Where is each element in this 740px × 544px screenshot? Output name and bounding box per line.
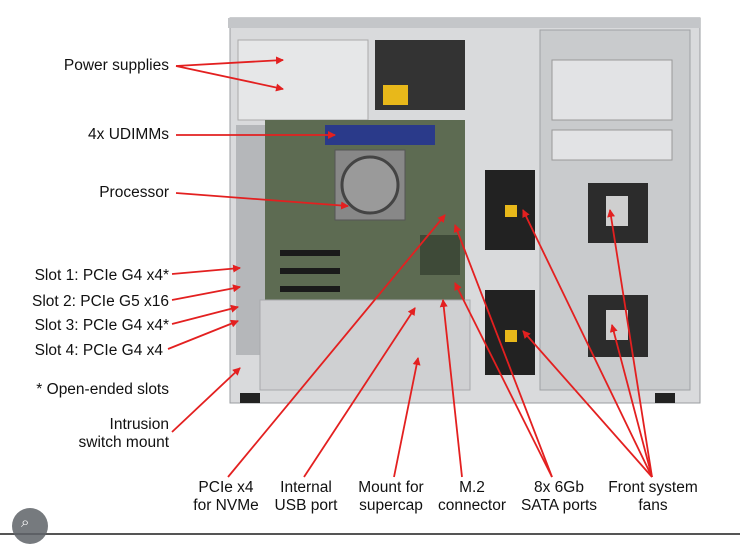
arrow-supercap bbox=[393, 357, 421, 478]
arrow-slot1 bbox=[171, 264, 241, 275]
arrow-sata-1 bbox=[454, 282, 553, 478]
arrow-m2 bbox=[439, 299, 463, 478]
label-power-supplies: Power supplies bbox=[63, 57, 169, 74]
lens-glyph: ⌕ bbox=[21, 514, 30, 531]
label-sata: 8x 6Gb SATA ports bbox=[512, 479, 606, 515]
label-intrusion-line1: Intrusion bbox=[109, 416, 169, 433]
label-slot2: Slot 2: PCIe G5 x16 bbox=[32, 293, 169, 310]
arrow-fans-1 bbox=[522, 209, 653, 478]
label-m2-line1: M.2 bbox=[459, 479, 485, 496]
label-pcie-nvme-line1: PCIe x4 bbox=[198, 479, 254, 496]
label-open-ended: * Open-ended slots bbox=[36, 381, 169, 398]
label-m2: M.2 connector bbox=[432, 479, 512, 515]
arrow-fans-2 bbox=[522, 330, 653, 478]
arrow-power-supply-1 bbox=[175, 56, 284, 67]
label-udimms: 4x UDIMMs bbox=[88, 126, 169, 143]
label-supercap-line2: supercap bbox=[359, 496, 423, 514]
label-intrusion: Intrusion switch mount bbox=[79, 416, 169, 452]
arrow-pcie-nvme bbox=[227, 214, 446, 478]
label-slot1: Slot 1: PCIe G4 x4* bbox=[34, 267, 169, 284]
label-sata-line2: SATA ports bbox=[520, 496, 598, 514]
label-processor: Processor bbox=[99, 184, 169, 201]
label-supercap: Mount for supercap bbox=[348, 479, 434, 515]
label-sata-line1: 8x 6Gb bbox=[534, 479, 584, 496]
arrow-intrusion bbox=[171, 367, 241, 433]
arrow-sata-2 bbox=[453, 224, 553, 478]
label-pcie-nvme-line2: for NVMe bbox=[193, 496, 259, 514]
label-pcie-nvme: PCIe x4 for NVMe bbox=[180, 479, 272, 515]
arrow-power-supply-2 bbox=[175, 65, 284, 92]
label-usb-line1: Internal bbox=[280, 479, 332, 496]
arrow-slot2 bbox=[171, 284, 241, 301]
label-slot4: Slot 4: PCIe G4 x4 bbox=[34, 342, 163, 359]
google-lens-icon[interactable]: ⌕ bbox=[12, 508, 48, 544]
arrow-fans-3 bbox=[607, 209, 653, 478]
label-fans-line1: Front system bbox=[608, 479, 698, 496]
arrow-slot4 bbox=[167, 319, 239, 350]
callout-arrows bbox=[167, 56, 653, 478]
arrow-fans-4 bbox=[609, 324, 653, 478]
label-fans: Front system fans bbox=[598, 479, 708, 515]
label-m2-line2: connector bbox=[437, 496, 507, 514]
arrow-processor bbox=[175, 192, 349, 210]
server-chassis-illustration bbox=[228, 17, 701, 404]
label-usb: Internal USB port bbox=[264, 479, 348, 515]
label-fans-line2: fans bbox=[638, 496, 668, 514]
arrow-slot3 bbox=[171, 304, 239, 325]
label-supercap-line1: Mount for bbox=[358, 479, 424, 496]
label-intrusion-line2: switch mount bbox=[78, 433, 169, 451]
label-slot3: Slot 3: PCIe G4 x4* bbox=[34, 317, 169, 334]
arrow-usb bbox=[303, 307, 416, 478]
label-usb-line2: USB port bbox=[274, 496, 338, 514]
divider bbox=[0, 533, 740, 535]
